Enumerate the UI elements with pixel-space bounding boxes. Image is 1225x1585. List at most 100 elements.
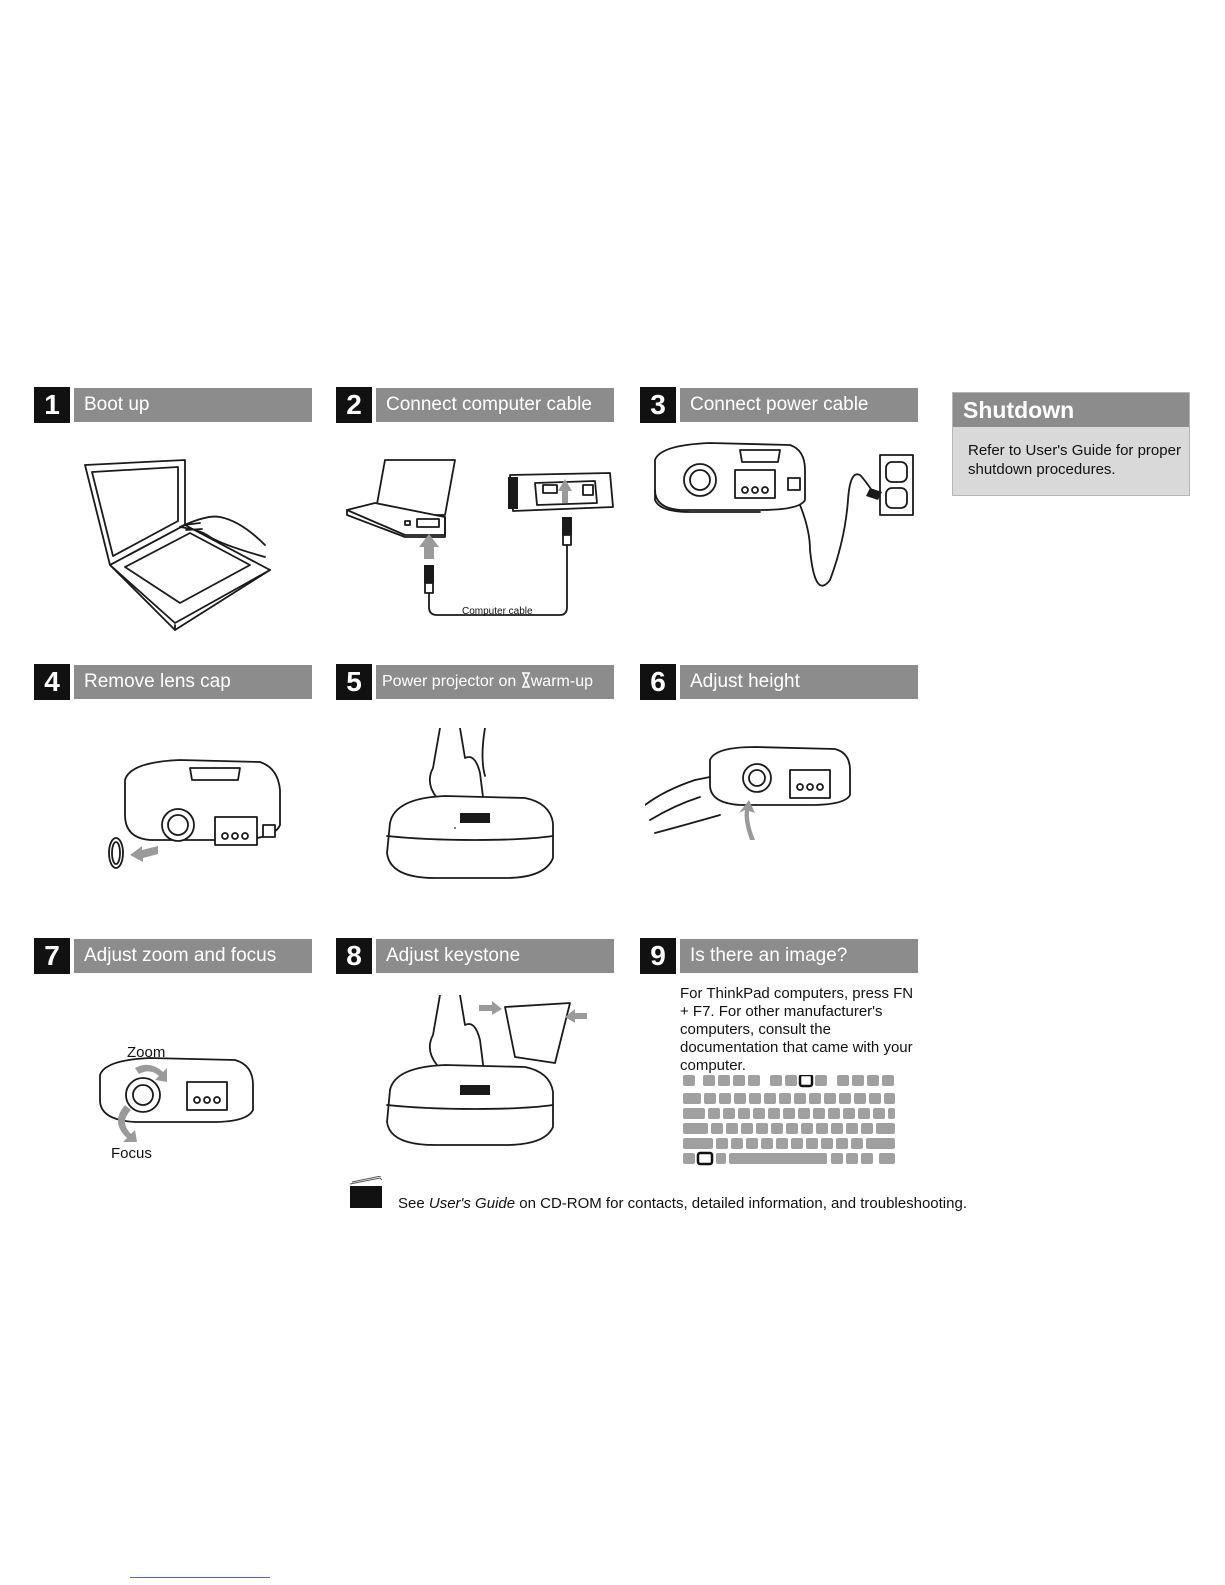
- step-7-header: 7 Adjust zoom and focus: [34, 938, 312, 974]
- keyboard-key: [785, 1075, 797, 1086]
- step-title: Power projector on warm-up: [376, 665, 614, 699]
- step-number: 2: [336, 387, 372, 423]
- zoom-focus-illustration: [95, 1050, 260, 1155]
- adjust-height-illustration: [644, 745, 860, 860]
- keyboard-key: [852, 1075, 864, 1086]
- step-number: 6: [640, 664, 676, 700]
- keyboard-key: [683, 1123, 708, 1134]
- keyboard-key: [683, 1108, 705, 1119]
- step-4-header: 4 Remove lens cap: [34, 664, 312, 700]
- bottom-link-underline: [130, 1577, 270, 1578]
- step-number: 1: [34, 387, 70, 423]
- computer-cable-label: Computer cable: [462, 606, 533, 617]
- step-title: Remove lens cap: [74, 665, 312, 699]
- keyboard-key: [749, 1093, 761, 1104]
- keyboard-key: [861, 1123, 873, 1134]
- power-cable-illustration: [650, 440, 925, 605]
- keyboard-key: [761, 1138, 773, 1149]
- keyboard-key: [837, 1075, 849, 1086]
- keyboard-key: [776, 1138, 788, 1149]
- keyboard-key: [753, 1108, 765, 1119]
- keyboard-key: [683, 1153, 695, 1164]
- keyboard-key: [854, 1093, 866, 1104]
- keyboard-key: [703, 1075, 715, 1086]
- zoom-label: Zoom: [127, 1044, 166, 1061]
- computer-cable-illustration: [345, 455, 625, 630]
- keyboard-key: [828, 1108, 840, 1119]
- step-number: 8: [336, 938, 372, 974]
- keyboard-key: [882, 1075, 894, 1086]
- keyboard-key: [783, 1108, 795, 1119]
- keyboard-key: [858, 1108, 870, 1119]
- keyboard-key: [746, 1138, 758, 1149]
- step-1-header: 1 Boot up: [34, 387, 312, 423]
- step-5-header: 5 Power projector on warm-up: [336, 664, 614, 700]
- keyboard-key: [801, 1123, 813, 1134]
- keyboard-key: [809, 1093, 821, 1104]
- keyboard-key: [770, 1075, 782, 1086]
- keyboard-key: [791, 1138, 803, 1149]
- step-9-instructions: For ThinkPad computers, press FN + F7. F…: [680, 985, 914, 1074]
- footer-note: See User's Guide on CD-ROM for contacts,…: [398, 1195, 967, 1212]
- keyboard-key: [683, 1138, 713, 1149]
- keyboard-key: [786, 1123, 798, 1134]
- step-title: Adjust keystone: [376, 939, 614, 973]
- keyboard-key: [729, 1153, 827, 1164]
- footer-prefix: See: [398, 1195, 429, 1212]
- step-number: 9: [640, 938, 676, 974]
- step-9-header: 9 Is there an image?: [640, 938, 918, 974]
- step-title: Connect power cable: [680, 388, 918, 422]
- keyboard-key: [683, 1093, 701, 1104]
- step-number: 4: [34, 664, 70, 700]
- keyboard-key: [716, 1138, 728, 1149]
- step-title: Is there an image?: [680, 939, 918, 973]
- keyboard-key: [726, 1123, 738, 1134]
- keyboard-key: [723, 1108, 735, 1119]
- keyboard-key: [888, 1108, 895, 1119]
- keyboard-key: [861, 1153, 873, 1164]
- keyboard-key: [846, 1153, 858, 1164]
- keyboard-key: [731, 1138, 743, 1149]
- keyboard-key: [813, 1108, 825, 1119]
- keyboard-illustration: [683, 1073, 908, 1180]
- keyboard-key: [851, 1138, 863, 1149]
- power-on-illustration: [385, 727, 565, 898]
- footer-guide-title: User's Guide: [428, 1195, 516, 1212]
- keyboard-key: [738, 1108, 750, 1119]
- hourglass-icon: [521, 667, 531, 699]
- step-title: Connect computer cable: [376, 388, 614, 422]
- keyboard-key: [798, 1108, 810, 1119]
- highlighted-key: [696, 1151, 714, 1166]
- lens-cap-illustration: [100, 740, 290, 885]
- keyboard-key: [869, 1093, 881, 1104]
- keyboard-key: [816, 1123, 828, 1134]
- focus-label: Focus: [111, 1145, 152, 1162]
- keyboard-key: [741, 1123, 753, 1134]
- keyboard-key: [806, 1138, 818, 1149]
- keyboard-key: [748, 1075, 760, 1086]
- keyboard-key: [836, 1138, 848, 1149]
- warm-up-label: warm-up: [530, 673, 593, 690]
- keyboard-key: [768, 1108, 780, 1119]
- step-title: Boot up: [74, 388, 312, 422]
- keyboard-key: [733, 1075, 745, 1086]
- step-title: Adjust zoom and focus: [74, 939, 312, 973]
- keyboard-key: [831, 1153, 843, 1164]
- keyboard-key: [876, 1123, 895, 1134]
- laptop-illustration: [80, 455, 280, 640]
- keyboard-key: [846, 1123, 858, 1134]
- keyboard-key: [779, 1093, 791, 1104]
- keyboard-key: [839, 1093, 851, 1104]
- keyboard-key: [704, 1093, 716, 1104]
- keyboard-key: [867, 1075, 879, 1086]
- keyboard-key: [734, 1093, 746, 1104]
- footer-suffix: on CD-ROM for contacts, detailed informa…: [515, 1195, 967, 1212]
- keyboard-key: [824, 1093, 836, 1104]
- keyboard-key: [708, 1108, 720, 1119]
- highlighted-key: [798, 1073, 814, 1088]
- keyboard-key: [873, 1108, 885, 1119]
- keyboard-key: [764, 1093, 776, 1104]
- step-2-header: 2 Connect computer cable: [336, 387, 614, 423]
- book-icon: [348, 1175, 388, 1215]
- step-3-header: 3 Connect power cable: [640, 387, 918, 423]
